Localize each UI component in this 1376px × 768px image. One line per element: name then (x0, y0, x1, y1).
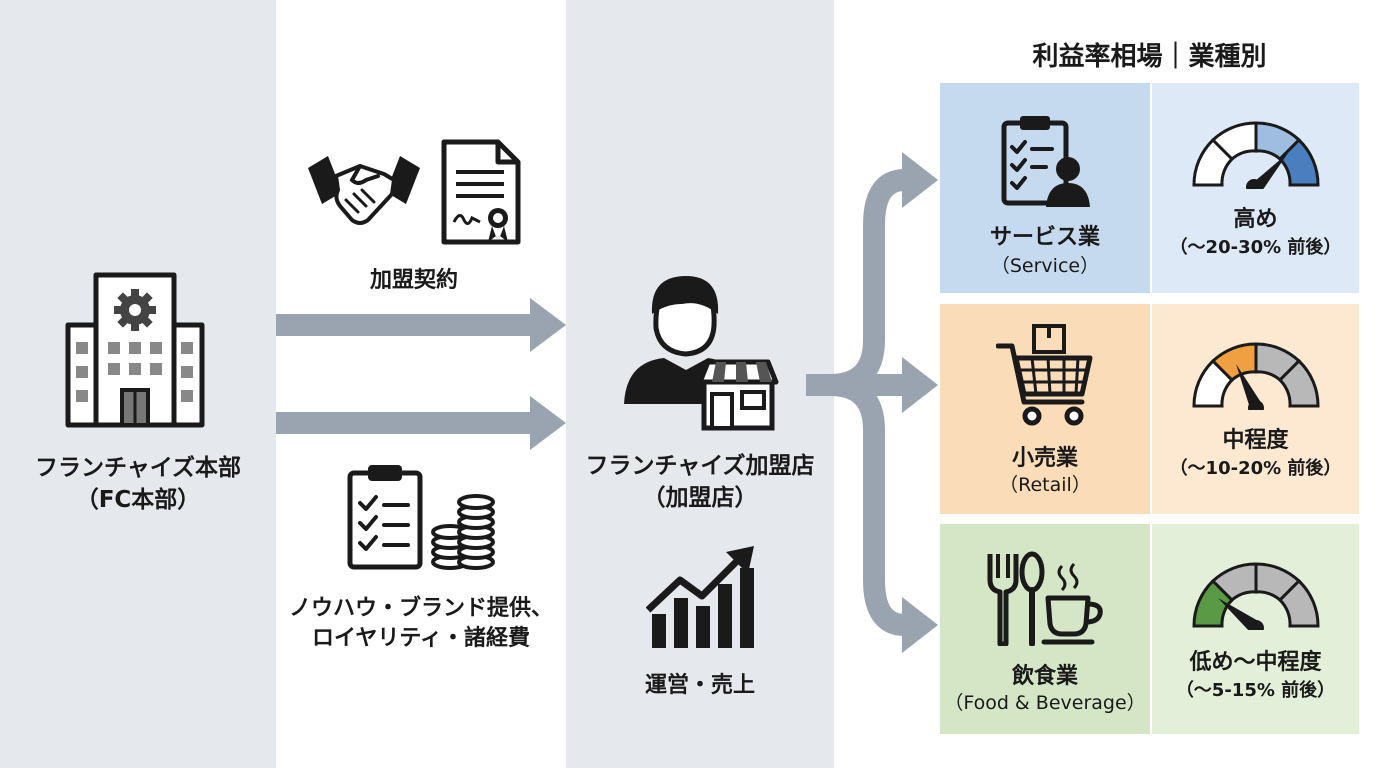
retail-name: 小売業 (1011, 446, 1078, 471)
shopping-cart-icon (995, 324, 1096, 432)
retail-category-cell: 小売業 （Retail） (940, 304, 1150, 514)
franchisee-name: フランチャイズ加盟店 (585, 453, 815, 479)
clipboard-person-icon (1000, 115, 1090, 211)
service-level: 高め (1233, 207, 1278, 232)
retail-level: 中程度 (1222, 428, 1289, 453)
gauge-low-icon (1188, 558, 1324, 636)
support-line2: ロイヤリティ・諸経費 (311, 626, 531, 651)
service-row: サービス業 （Service） 高め （〜20-30% 前後） (940, 83, 1359, 293)
service-category-cell: サービス業 （Service） (940, 83, 1150, 293)
food-range: （〜5-15% 前後） (1175, 680, 1336, 701)
growth-chart-icon (645, 544, 756, 652)
service-name: サービス業 (989, 225, 1100, 250)
retail-en: （Retail） (999, 474, 1091, 496)
support-arrow (276, 396, 566, 450)
service-range: （〜20-30% 前後） (1169, 237, 1342, 258)
margins-title: 利益率相場｜業種別 (1032, 42, 1267, 72)
service-en: （Service） (990, 255, 1100, 277)
support-line1: ノウハウ・ブランド提供、 (288, 596, 553, 621)
food-level: 低め〜中程度 (1189, 650, 1322, 675)
coin-stack-icon (430, 494, 496, 574)
checklist-clipboard-icon (346, 463, 424, 575)
contract-document-icon (440, 138, 522, 250)
gauge-high-icon (1188, 117, 1324, 195)
food-row: 飲食業 （Food & Beverage） 低め〜中程度 （〜5-15% 前後） (940, 524, 1359, 734)
utensils-coffee-icon (986, 550, 1106, 650)
food-name: 飲食業 (1011, 664, 1078, 689)
food-category-cell: 飲食業 （Food & Beverage） (940, 524, 1150, 734)
franchisee-abbr: （加盟店） (642, 485, 758, 511)
food-en: （Food & Beverage） (944, 692, 1146, 714)
handshake-icon (306, 150, 422, 234)
operations-label: 運営・売上 (644, 673, 755, 698)
branch-arrow (806, 169, 906, 636)
retail-rate-cell: 中程度 （〜10-20% 前後） (1152, 304, 1359, 514)
hq-building-icon (60, 270, 210, 434)
hq-abbr: （FC本部） (75, 487, 201, 513)
franchisee-owner-store-icon (620, 274, 780, 436)
retail-range: （〜10-20% 前後） (1169, 458, 1342, 479)
food-rate-cell: 低め〜中程度 （〜5-15% 前後） (1152, 524, 1359, 734)
retail-row: 小売業 （Retail） 中程度 （〜10-20% 前後） (940, 304, 1359, 514)
contract-arrow (276, 298, 566, 352)
hq-name: フランチャイズ本部 (34, 455, 242, 481)
contract-label: 加盟契約 (369, 268, 458, 293)
service-rate-cell: 高め （〜20-30% 前後） (1152, 83, 1359, 293)
gauge-medium-icon (1188, 338, 1324, 416)
